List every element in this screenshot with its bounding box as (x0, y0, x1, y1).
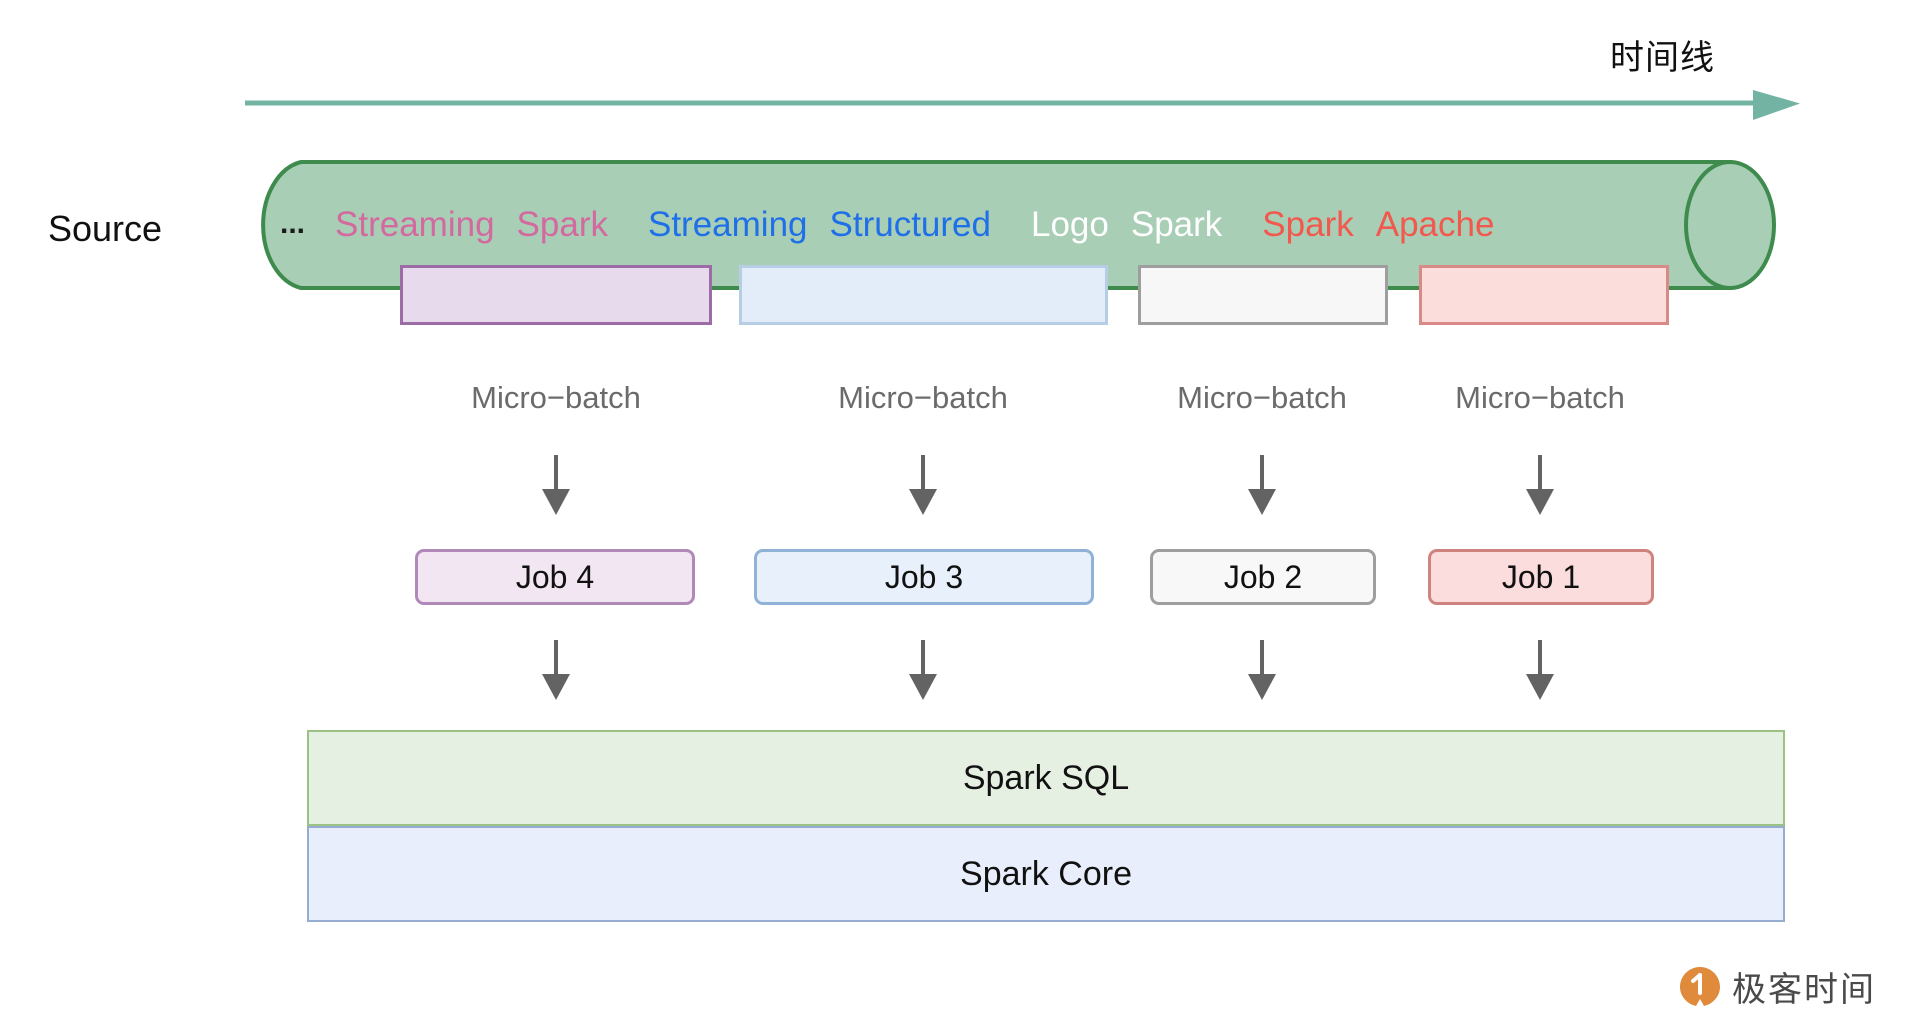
timeline-label: 时间线 (1610, 39, 1715, 77)
arrow-down-icon (1248, 455, 1276, 515)
job-box-job-2[interactable]: Job 2 (1150, 549, 1376, 605)
timeline-arrow-icon (245, 90, 1800, 120)
job-label: Job 1 (1501, 558, 1581, 595)
brand-name: 极客时间 (1732, 971, 1876, 1009)
job-label: Job 3 (884, 558, 964, 595)
arrow-down-icon (1526, 455, 1554, 515)
micro-batch-label: Micro−batch (1455, 380, 1625, 415)
micro-batch-bar (1419, 265, 1669, 325)
micro-batch-bar (1138, 265, 1388, 325)
job-label: Job 2 (1223, 558, 1303, 595)
brand-logo: 极客时间 (1678, 962, 1876, 1011)
source-label: Source (48, 208, 163, 249)
arrow-down-icon (1248, 640, 1276, 700)
arrow-down-icon (542, 640, 570, 700)
arrow-down-icon (909, 640, 937, 700)
spark-sql-label: Spark SQL (962, 758, 1130, 797)
job-box-job-1[interactable]: Job 1 (1428, 549, 1654, 605)
micro-batch-label: Micro−batch (471, 380, 641, 415)
geektime-logo-icon (1680, 966, 1720, 1006)
job-label: Job 4 (515, 558, 595, 595)
spark-core-layer: Spark Core (307, 826, 1785, 922)
arrow-down-icon (1526, 640, 1554, 700)
arrow-down-icon (909, 455, 937, 515)
micro-batch-bar (739, 265, 1108, 325)
micro-batch-bar (400, 265, 712, 325)
spark-sql-layer: Spark SQL (307, 730, 1785, 826)
job-box-job-4[interactable]: Job 4 (415, 549, 695, 605)
arrow-down-icon (542, 455, 570, 515)
source-cylinder-shape (261, 160, 1776, 290)
micro-batch-label: Micro−batch (1177, 380, 1347, 415)
micro-batch-label: Micro−batch (838, 380, 1008, 415)
spark-core-label: Spark Core (960, 854, 1132, 893)
job-box-job-3[interactable]: Job 3 (754, 549, 1094, 605)
